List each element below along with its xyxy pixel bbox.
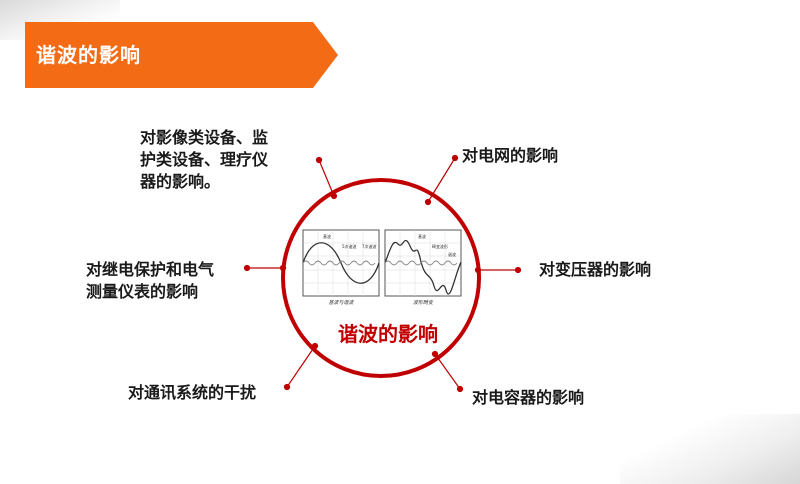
connector-dot-relay xyxy=(243,264,251,272)
page-title: 谐波的影响 xyxy=(36,43,141,67)
waveform-panel-right: 基波 畸变波形 谐波 波形畸变 xyxy=(384,229,462,306)
connector-communication xyxy=(286,345,316,388)
branch-grid-line-1: 对电网的影响 xyxy=(462,146,559,165)
branch-capacitor-line-1: 对电容器的影响 xyxy=(472,388,585,407)
panel-left-tag-2: 5次谐波 xyxy=(342,243,357,249)
connector-capacitor xyxy=(434,353,461,390)
connector-dot-communication xyxy=(283,383,291,391)
branch-label-communication: 对通讯系统的干扰 xyxy=(128,382,256,404)
waveform-panel-left: 基波 5次谐波 7次谐波 基波与谐波 xyxy=(302,229,380,306)
branch-label-grid: 对电网的影响 xyxy=(462,145,558,167)
connector-dot-equipment xyxy=(315,156,323,164)
panel-right-tag-1: 基波 xyxy=(418,233,426,239)
branch-relay-line-1: 对继电保护和电气 xyxy=(86,260,215,279)
title-banner xyxy=(25,22,338,88)
corner-decoration-bottom xyxy=(620,414,800,484)
branch-label-equipment: 对影像类设备、监 护类设备、理疗仪 器的影响。 xyxy=(140,127,290,193)
branch-equipment-line-2: 护类设备、理疗仪 xyxy=(140,150,269,169)
connector-equipment xyxy=(318,159,335,197)
panel-right-tag-2: 畸变波形 xyxy=(432,243,448,249)
connector-dot-transformer xyxy=(514,266,522,274)
branch-label-relay: 对继电保护和电气 测量仪表的影响 xyxy=(86,259,236,303)
connectors xyxy=(243,154,522,393)
panel-left-tag-3: 7次谐波 xyxy=(362,243,377,249)
branch-label-capacitor: 对电容器的影响 xyxy=(472,387,584,409)
connector-dot-grid xyxy=(451,154,459,162)
branch-relay-line-2: 测量仪表的影响 xyxy=(86,282,199,301)
panel-right-caption: 波形畸变 xyxy=(413,299,434,306)
center-label: 谐波的影响 xyxy=(338,322,438,346)
branch-equipment-line-3: 器的影响。 xyxy=(140,172,221,191)
branch-label-transformer: 对变压器的影响 xyxy=(539,259,651,281)
panel-left-tag-1: 基波 xyxy=(323,233,331,239)
panel-left-caption: 基波与谐波 xyxy=(328,299,354,306)
connector-dot-capacitor xyxy=(456,385,464,393)
center-ring xyxy=(281,178,481,378)
connector-grid xyxy=(427,157,456,203)
branch-equipment-line-1: 对影像类设备、监 xyxy=(140,128,269,147)
branch-communication-line-1: 对通讯系统的干扰 xyxy=(128,383,257,402)
panel-right-tag-3: 谐波 xyxy=(448,251,456,257)
branch-transformer-line-1: 对变压器的影响 xyxy=(539,260,652,279)
